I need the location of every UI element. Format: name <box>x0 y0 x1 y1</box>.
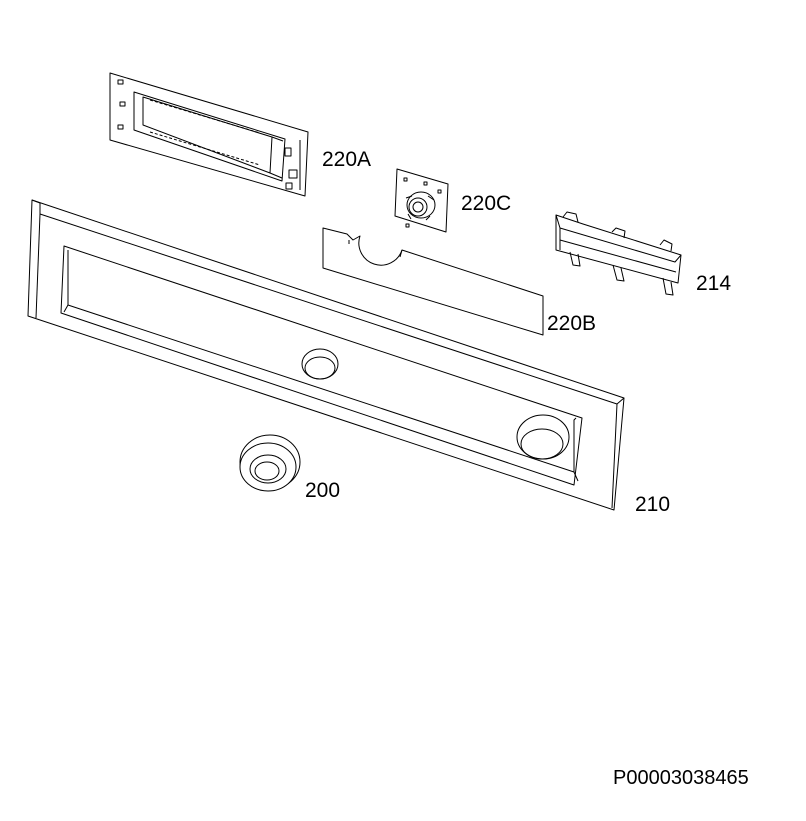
control-panel-210 <box>27 199 625 511</box>
part-label-200: 200 <box>305 479 341 502</box>
bracket-214 <box>555 211 682 296</box>
part-label-220a: 220A <box>322 148 372 171</box>
part-number: P00003038465 <box>613 767 749 789</box>
part-label-214: 214 <box>696 272 732 295</box>
part-label-220b: 220B <box>547 312 597 335</box>
knob-board-220c <box>394 168 449 233</box>
insulation-sheet-220b <box>322 227 544 336</box>
part-label-220c: 220C <box>461 192 512 215</box>
circuit-board-220a <box>109 72 309 197</box>
part-label-210: 210 <box>635 493 671 516</box>
knob-200 <box>239 434 301 492</box>
